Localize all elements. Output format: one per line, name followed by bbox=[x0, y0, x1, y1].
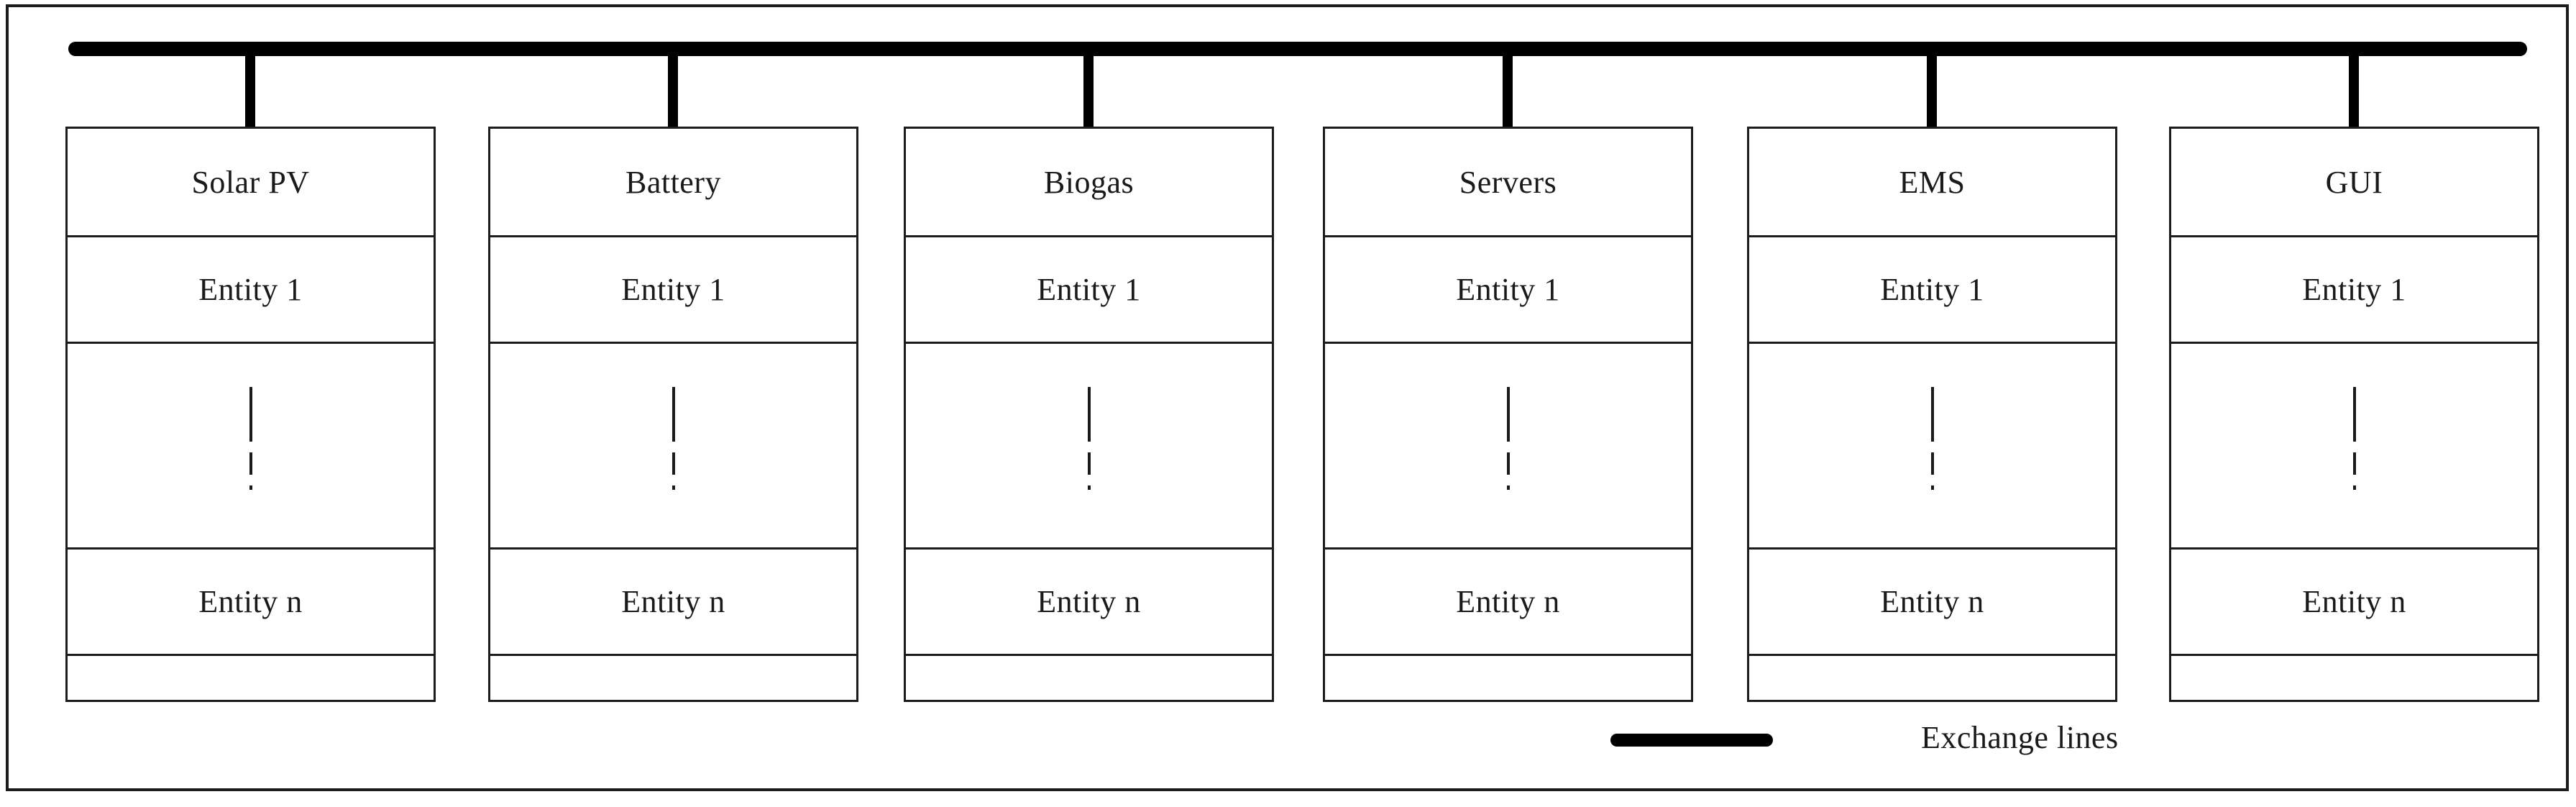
vertical-ellipsis-icon bbox=[2352, 387, 2356, 490]
entity-last-row: Entity n bbox=[490, 550, 856, 656]
vertical-ellipsis-icon bbox=[1087, 387, 1091, 490]
entity-last-row: Entity n bbox=[1325, 550, 1691, 656]
vertical-ellipsis-icon bbox=[1930, 387, 1934, 490]
ellipsis-row bbox=[68, 344, 434, 550]
bus-connector-ems bbox=[1927, 49, 1937, 132]
component-box-gui: GUI Entity 1 Entity n bbox=[2169, 127, 2539, 702]
entity-last-row: Entity n bbox=[68, 550, 434, 656]
ellipsis-row bbox=[1325, 344, 1691, 550]
empty-row bbox=[490, 656, 856, 700]
vertical-ellipsis-icon bbox=[671, 387, 675, 490]
ellipsis-row bbox=[490, 344, 856, 550]
component-box-battery: Battery Entity 1 Entity n bbox=[488, 127, 858, 702]
empty-row bbox=[1749, 656, 2115, 700]
ellipsis-row bbox=[906, 344, 1272, 550]
entity-first-row: Entity 1 bbox=[1325, 237, 1691, 344]
bus-connector-gui bbox=[2349, 49, 2359, 132]
entity-last-row: Entity n bbox=[906, 550, 1272, 656]
bus-connector-biogas bbox=[1083, 49, 1094, 132]
box-title: EMS bbox=[1749, 129, 2115, 237]
box-title: Solar PV bbox=[68, 129, 434, 237]
entity-first-row: Entity 1 bbox=[906, 237, 1272, 344]
bus-connector-solar-pv bbox=[245, 49, 255, 132]
ellipsis-row bbox=[2171, 344, 2537, 550]
bus-connector-servers bbox=[1503, 49, 1513, 132]
entity-last-row: Entity n bbox=[1749, 550, 2115, 656]
entity-first-row: Entity 1 bbox=[2171, 237, 2537, 344]
box-title: Battery bbox=[490, 129, 856, 237]
ellipsis-row bbox=[1749, 344, 2115, 550]
empty-row bbox=[68, 656, 434, 700]
vertical-ellipsis-icon bbox=[1506, 387, 1510, 490]
empty-row bbox=[2171, 656, 2537, 700]
component-box-servers: Servers Entity 1 Entity n bbox=[1323, 127, 1693, 702]
box-title: Biogas bbox=[906, 129, 1272, 237]
entity-first-row: Entity 1 bbox=[490, 237, 856, 344]
bus-connector-battery bbox=[668, 49, 678, 132]
legend-label: Exchange lines bbox=[1921, 720, 2119, 755]
component-box-solar-pv: Solar PV Entity 1 Entity n bbox=[65, 127, 436, 702]
entity-last-row: Entity n bbox=[2171, 550, 2537, 656]
entity-first-row: Entity 1 bbox=[1749, 237, 2115, 344]
exchange-bus-line bbox=[68, 42, 2527, 56]
entity-first-row: Entity 1 bbox=[68, 237, 434, 344]
empty-row bbox=[1325, 656, 1691, 700]
component-box-ems: EMS Entity 1 Entity n bbox=[1747, 127, 2117, 702]
vertical-ellipsis-icon bbox=[249, 387, 252, 490]
box-title: GUI bbox=[2171, 129, 2537, 237]
empty-row bbox=[906, 656, 1272, 700]
legend-exchange-line-swatch bbox=[1610, 734, 1773, 747]
component-box-biogas: Biogas Entity 1 Entity n bbox=[904, 127, 1274, 702]
box-title: Servers bbox=[1325, 129, 1691, 237]
